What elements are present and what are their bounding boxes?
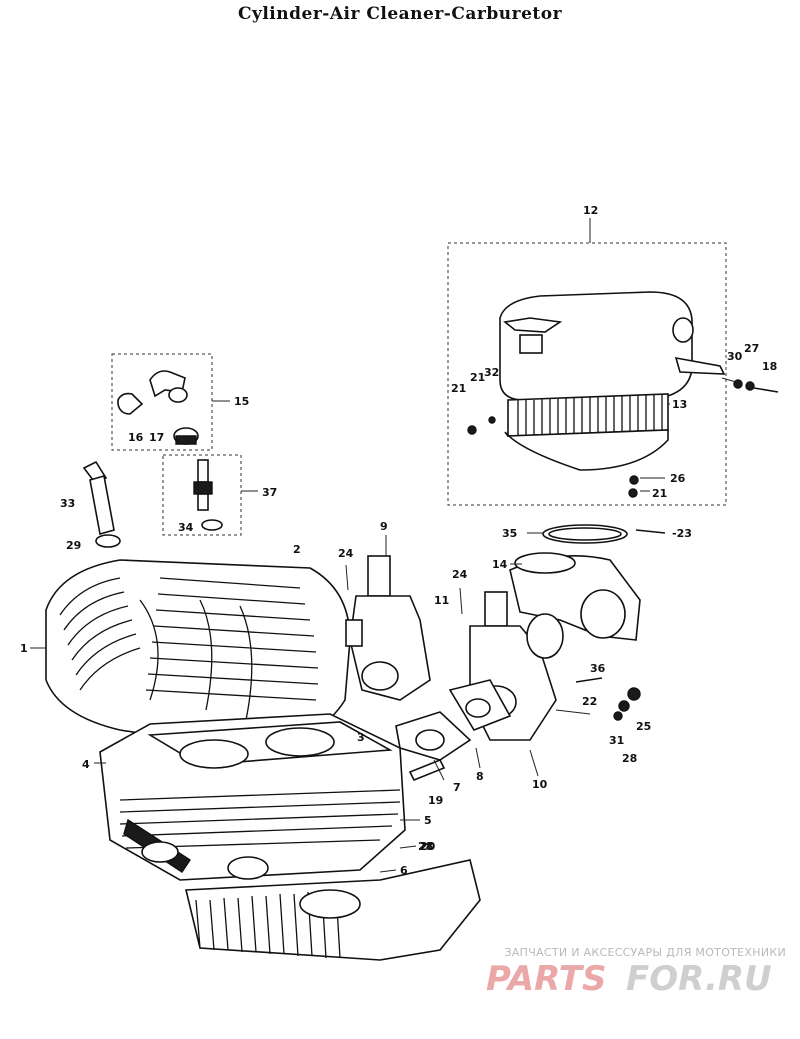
plug-cap-seal — [117, 392, 144, 415]
callout-34: 34 — [178, 521, 194, 534]
plug-cap-assembly — [111, 353, 230, 451]
spark-plug-hex — [193, 481, 213, 495]
callout-4: 4 — [82, 758, 90, 771]
callout-2: 2 — [293, 543, 301, 556]
spark-plug-assembly — [162, 454, 258, 536]
carb-top-cap — [367, 555, 391, 597]
callout-37: 37 — [262, 486, 277, 499]
stud-19 — [408, 758, 446, 782]
callout-10: 10 — [532, 778, 548, 791]
callout-24b: 24 — [452, 568, 468, 581]
callout-21a: 21 — [451, 382, 466, 395]
carburetor-right — [395, 587, 557, 782]
callout-35: 35 — [502, 527, 517, 540]
callout-32: 32 — [484, 366, 499, 379]
callout-22: 22 — [582, 695, 597, 708]
callout-29: 29 — [66, 539, 81, 552]
watermark-logo-left: PARTS — [486, 959, 606, 998]
spark-plug-group-box — [162, 454, 242, 536]
callout-28b: 28 — [418, 840, 433, 853]
page-title: Cylinder-Air Cleaner-Carburetor — [237, 4, 563, 24]
stud-washer — [95, 534, 121, 548]
callout-24a: 24 — [338, 547, 354, 560]
stud-assembly — [82, 460, 121, 548]
air-cleaner-assembly — [447, 218, 779, 506]
callout-36: 36 — [590, 662, 606, 675]
carb-hardware — [555, 677, 641, 721]
callout-13: 13 — [672, 398, 687, 411]
callout-23: -23 — [672, 527, 692, 540]
watermark-logo-right: FOR.RU — [626, 959, 772, 998]
watermark-logo: PARTS FOR.RU — [486, 959, 772, 998]
callout-14: 14 — [492, 558, 508, 571]
cylinder-block — [94, 713, 420, 881]
long-stud — [89, 474, 115, 536]
callout-6: 6 — [400, 864, 408, 877]
callout-28a: 28 — [622, 752, 637, 765]
spark-plug-insulator — [197, 459, 209, 483]
callout-21c: 21 — [652, 487, 667, 500]
callout-1: 1 — [20, 642, 28, 655]
callout-18: 18 — [762, 360, 777, 373]
callout-21b: 21 — [470, 371, 485, 384]
callout-7: 7 — [453, 781, 461, 794]
callout-11: 11 — [434, 594, 449, 607]
callout-25: 25 — [636, 720, 651, 733]
intake-manifold — [509, 524, 666, 659]
mounting-bracket — [674, 356, 726, 375]
callout-26: 26 — [670, 472, 686, 485]
callout-9: 9 — [380, 520, 388, 533]
callout-30: 30 — [727, 350, 743, 363]
callout-31: 31 — [609, 734, 624, 747]
cover-tab — [519, 334, 543, 354]
watermark-caption: ЗАПЧАСТИ И АКСЕССУАРЫ ДЛЯ МОТОТЕХНИКИ — [504, 946, 786, 959]
callout-12: 12 — [583, 204, 598, 217]
spark-plug-thread — [197, 493, 209, 511]
callout-16: 16 — [128, 431, 144, 444]
callout-20: 20 — [420, 840, 436, 853]
air-cleaner-group-box — [447, 242, 727, 506]
screw-36 — [575, 677, 603, 683]
bolt-18 — [753, 387, 779, 393]
callout-15: 15 — [234, 395, 249, 408]
carburetor-left — [345, 535, 431, 701]
plug-cap-group-box — [111, 353, 213, 451]
callout-17: 17 — [149, 431, 164, 444]
crankcase — [184, 845, 481, 961]
callout-27: 27 — [744, 342, 759, 355]
callout-3: 3 — [357, 731, 365, 744]
callout-8: 8 — [476, 770, 484, 783]
carb-top-cap-right — [484, 591, 508, 627]
cylinder-head — [30, 559, 351, 753]
callout-33: 33 — [60, 497, 75, 510]
callout-19: 19 — [428, 794, 443, 807]
screw-23 — [635, 529, 666, 534]
air-filter-element — [504, 393, 669, 471]
plug-washer — [201, 519, 223, 531]
callout-5: 5 — [424, 814, 432, 827]
